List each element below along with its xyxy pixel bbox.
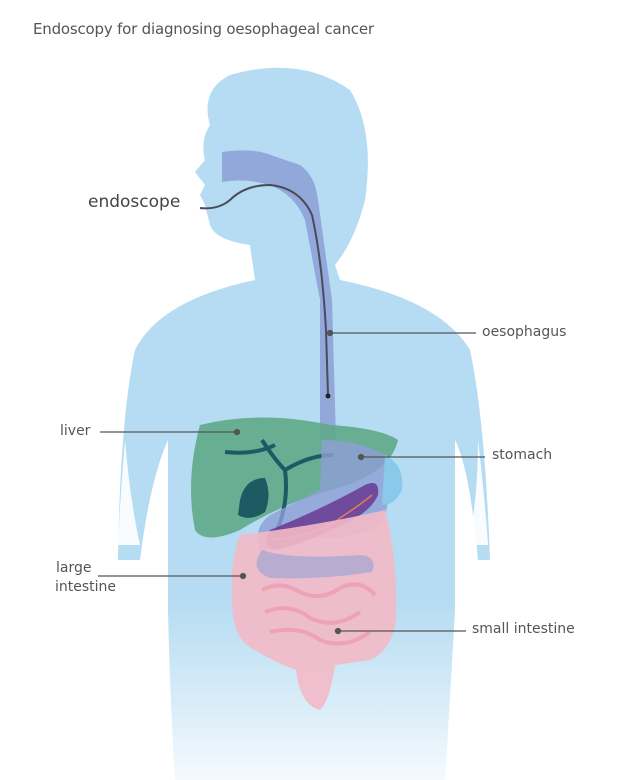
oesophagus-label: oesophagus: [482, 324, 567, 340]
endoscope-tube: [199, 183, 329, 396]
endoscope-label: endoscope: [88, 192, 181, 212]
gallbladder: [238, 478, 269, 518]
arm-gap-left: [118, 440, 140, 545]
spleen: [382, 455, 403, 505]
small-intestine-label: small intestine: [472, 621, 575, 637]
oesophagus: [222, 150, 336, 440]
stomach-label: stomach: [492, 447, 553, 463]
small-intestine: [261, 582, 377, 646]
duodenum: [256, 550, 374, 579]
large-intestine-label-line2: intestine: [55, 579, 117, 595]
endoscope-tip: [325, 393, 331, 399]
diagram-title: Endoscopy for diagnosing oesophageal can…: [33, 20, 374, 38]
liver-label: liver: [60, 423, 91, 439]
arm-gap-right: [468, 440, 488, 545]
large-intestine-label-line1: large: [56, 560, 92, 576]
